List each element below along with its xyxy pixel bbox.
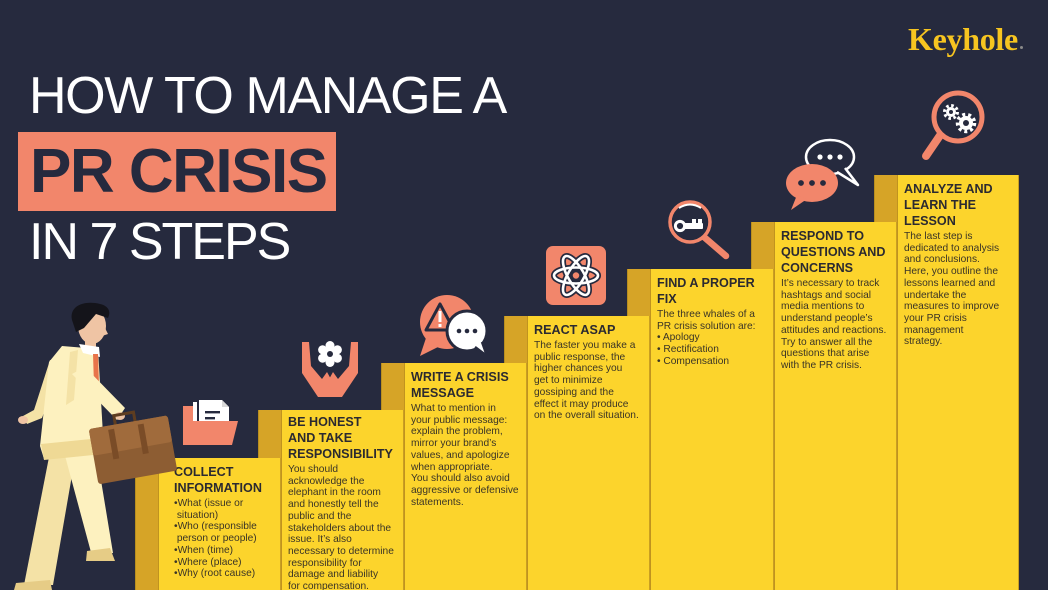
step-title: BE HONEST AND TAKE RESPONSIBILITY	[288, 415, 393, 461]
folder-document-icon	[183, 400, 238, 445]
alert-speech-bubble-icon	[420, 295, 490, 360]
step-4-react-asap: REACT ASAP The faster you make a public …	[527, 316, 650, 590]
step-1-side	[135, 458, 158, 590]
step-body: You should acknowledge the elephant in t…	[288, 464, 394, 590]
step-2-be-honest: BE HONEST AND TAKE RESPONSIBILITY You sh…	[281, 410, 404, 590]
step-body: The last step is dedicated to analysis a…	[904, 231, 1000, 348]
step-6-respond-to-questions: RESPOND TO QUESTIONS AND CONCERNS It’s n…	[774, 222, 897, 590]
step-1-collect-information: COLLECT INFORMATION •What (issue or situ…	[158, 458, 281, 590]
step-body: The faster you make a public response, t…	[534, 340, 639, 422]
step-title: COLLECT INFORMATION	[174, 465, 262, 495]
step-5-find-proper-fix: FIND A PROPER FIX The three whales of a …	[650, 269, 774, 590]
headline-line-3: IN 7 STEPS	[29, 213, 291, 271]
atom-icon	[546, 246, 606, 305]
headline-highlight-box	[18, 132, 336, 211]
step-body: It’s necessary to track hashtags and soc…	[781, 278, 887, 371]
step-title: WRITE A CRISIS MESSAGE	[411, 370, 509, 400]
headline-line-1: HOW TO MANAGE A	[29, 67, 507, 125]
businessman-illustration	[14, 302, 125, 590]
step-body: What to mention in your public message: …	[411, 403, 519, 508]
chat-bubbles-icon	[786, 138, 860, 210]
magnifier-gears-icon	[922, 90, 985, 160]
step-body: •What (issue or situation) •Who (respons…	[174, 498, 257, 580]
step-3-write-crisis-message: WRITE A CRISIS MESSAGE What to mention i…	[404, 363, 527, 590]
step-title: RESPOND TO QUESTIONS AND CONCERNS	[781, 229, 886, 275]
hands-gear-icon	[302, 341, 358, 397]
step-body: The three whales of a PR crisis solution…	[657, 309, 756, 367]
step-title: FIND A PROPER FIX	[657, 276, 755, 306]
keyhole-logo: Keyhole	[908, 21, 1018, 57]
key-magnifier-icon	[668, 200, 730, 260]
logo-registered-dot	[1020, 46, 1023, 49]
headline-highlight-text: PR CRISIS	[30, 137, 328, 206]
step-7-analyze-and-learn: ANALYZE AND LEARN THE LESSON The last st…	[897, 175, 1019, 590]
step-title: REACT ASAP	[534, 323, 616, 337]
step-title: ANALYZE AND LEARN THE LESSON	[904, 182, 993, 228]
